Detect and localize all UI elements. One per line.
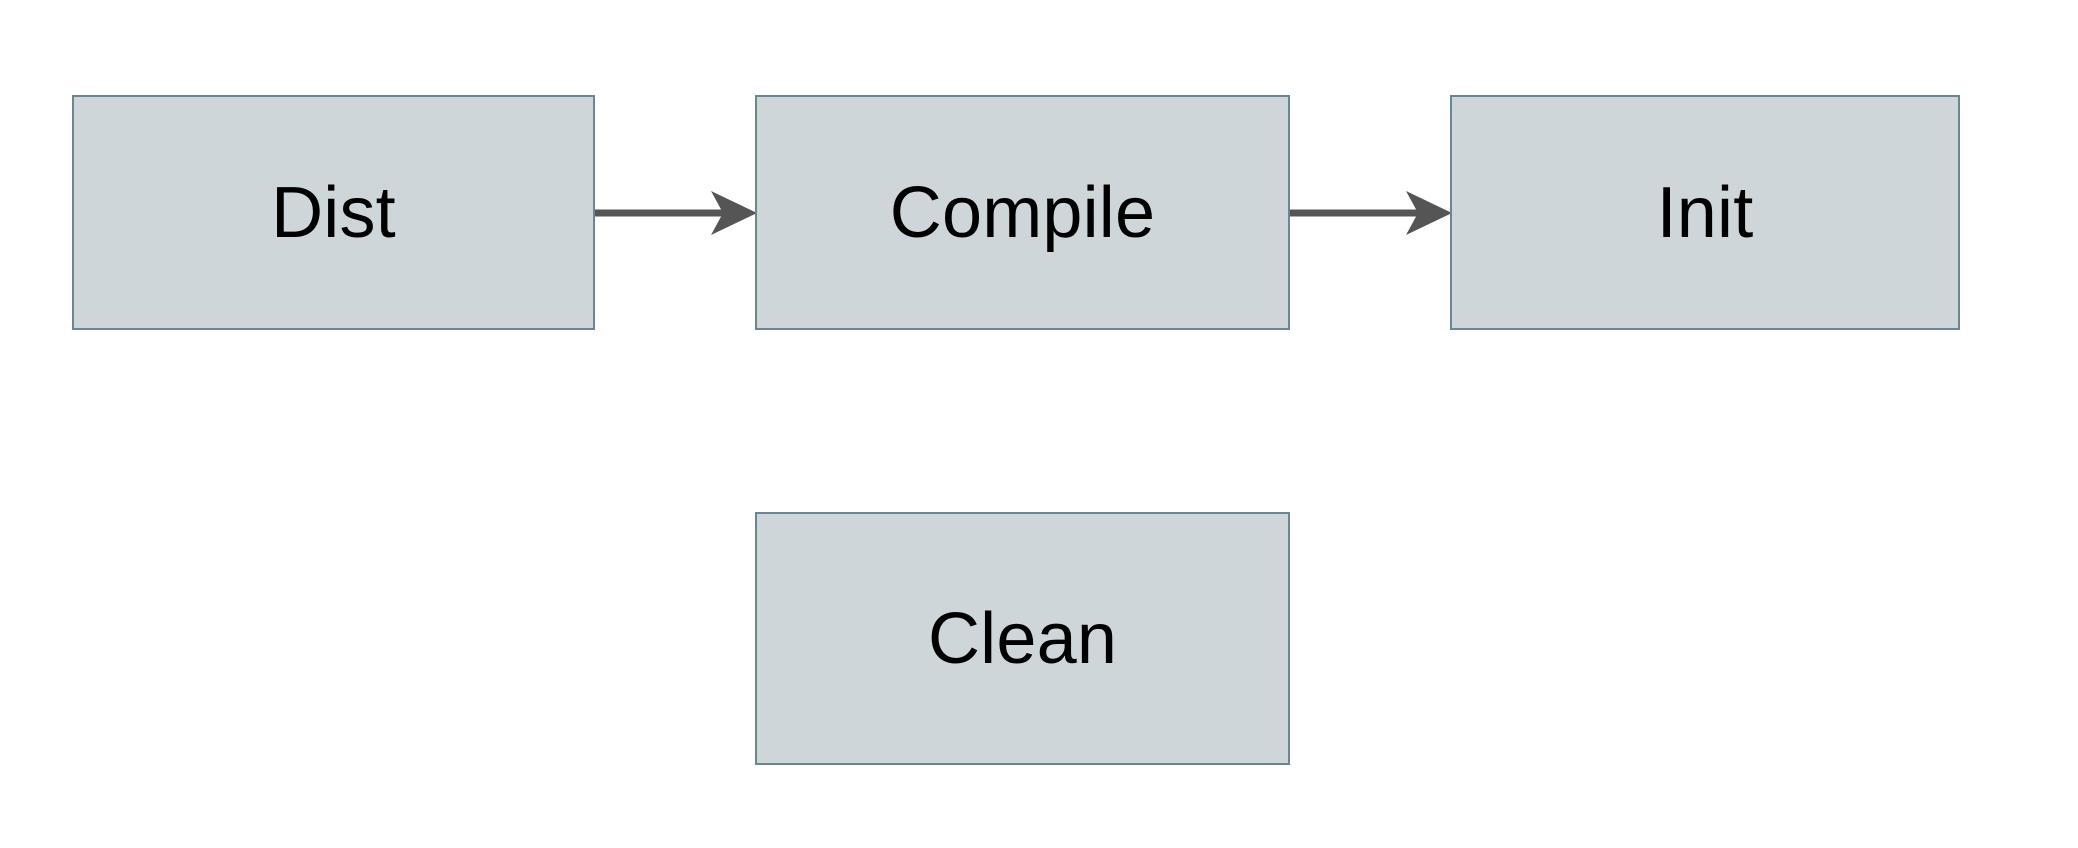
node-compile[interactable]: Compile [755,95,1290,330]
node-init-label: Init [1656,172,1754,253]
node-clean[interactable]: Clean [755,512,1290,765]
node-init[interactable]: Init [1450,95,1960,330]
node-compile-label: Compile [889,172,1156,253]
edge-dist-to-compile[interactable] [595,185,757,241]
edge-compile-to-init[interactable] [1290,185,1452,241]
node-dist[interactable]: Dist [72,95,595,330]
arrowhead-icon [711,191,757,235]
arrowhead-icon [1406,191,1452,235]
node-clean-label: Clean [927,598,1118,679]
node-dist-label: Dist [271,172,396,253]
